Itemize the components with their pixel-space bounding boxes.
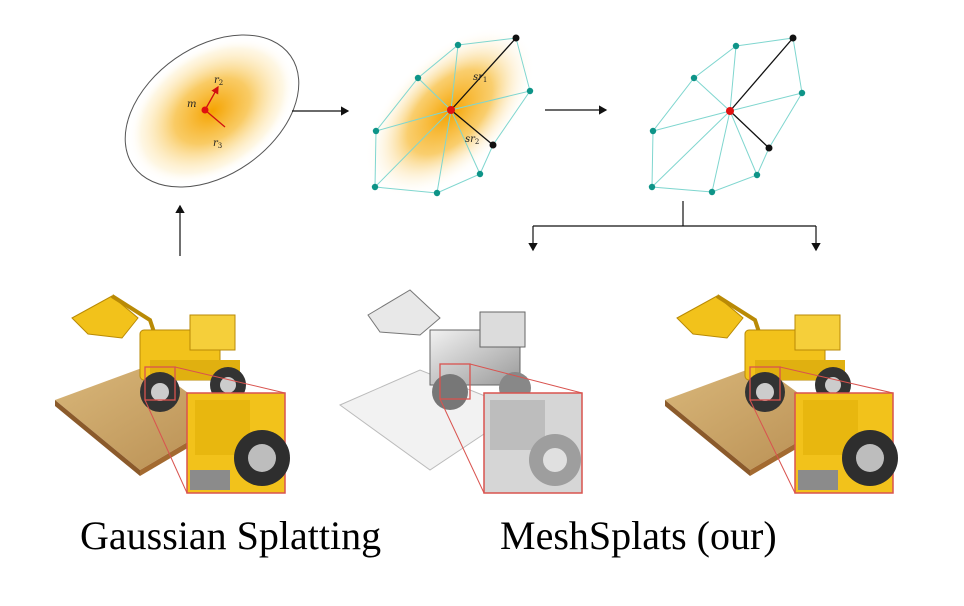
axis-sr1-3 (729, 37, 794, 112)
mesh-center-point-3 (726, 107, 734, 115)
zoom-inset-right (794, 392, 898, 494)
label-r3: r3 (213, 138, 222, 150)
lego-bulldozer-color-render (55, 294, 290, 494)
zoom-inset-middle (483, 392, 583, 494)
caption-gaussian-splatting: Gaussian Splatting (80, 513, 382, 558)
vertex-sr1-end (512, 34, 520, 42)
axis-sr1 (450, 37, 517, 111)
vertex-sr2-end (489, 141, 497, 149)
mesh-edges-2 (374, 37, 531, 194)
label-sr1: sr1 (473, 72, 487, 84)
label-r2: r2 (214, 75, 223, 87)
label-m: m (187, 99, 196, 110)
label-sr2: sr2 (465, 134, 479, 146)
vertex-end-b-3 (765, 144, 773, 152)
axis-r3 (204, 109, 226, 128)
gaussian-outline (124, 34, 300, 188)
mesh-edges-3 (651, 37, 803, 193)
gaussian-panel: m r2 r3 (124, 34, 300, 188)
mesh-center-point-2 (447, 106, 455, 114)
vertex-end-a-3 (789, 34, 797, 42)
axis-sr2 (450, 109, 494, 146)
axis-sr2-3 (729, 110, 770, 149)
lego-bulldozer-gray-mesh-render (338, 289, 583, 494)
mesh-vertices-2 (371, 41, 534, 197)
zoom-inset-left (186, 392, 290, 494)
gaussian-mesh-panel: sr1 sr2 (365, 27, 535, 197)
lego-bulldozer-meshsplats-render (665, 294, 898, 494)
mesh-vertices-3 (648, 42, 806, 196)
branch-arrows (528, 201, 821, 252)
caption-meshsplats: MeshSplats (our) (500, 513, 777, 558)
gaussian-mean-point (201, 106, 209, 114)
axis-r2 (204, 85, 219, 111)
gaussian-glow (128, 37, 296, 185)
mesh-panel (648, 34, 806, 196)
